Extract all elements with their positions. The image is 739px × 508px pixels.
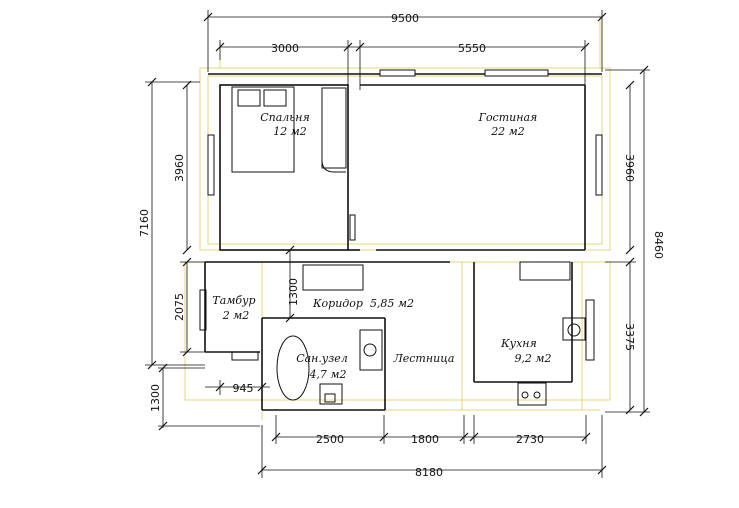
bathtub [276,335,310,401]
dim-bathroom-offset: 945 [233,382,254,395]
dim-bottom-total: 8180 [415,466,443,479]
room-corridor-name: Коридор [312,297,363,310]
dim-right-kitchen: 3375 [623,323,636,351]
room-stairs-name: Лестница [393,352,455,365]
room-labels: Спальня 12 м2 Гостиная 22 м2 Тамбур 2 м2… [212,111,551,381]
room-kitchen-area: 9,2 м2 [514,352,551,365]
walls [199,69,603,411]
room-corridor-area: 5,85 м2 [370,297,414,310]
dim-right-living: 3960 [623,154,636,182]
dim-right-total: 8460 [652,231,665,259]
bed [231,86,295,173]
room-vestibule-area: 2 м2 [222,309,250,322]
dim-corridor-height: 1300 [287,278,300,306]
furniture [231,86,383,405]
dim-top-left: 3000 [271,42,299,55]
pillow-left [237,89,261,107]
dim-left-bedroom: 3960 [173,154,186,182]
pillow-right [263,89,287,107]
toilet [319,383,343,405]
dim-left-vestibule: 2075 [173,293,186,321]
dim-bottom-3: 2730 [516,433,544,446]
room-bedroom-area: 12 м2 [273,125,307,138]
room-kitchen-name: Кухня [500,337,537,350]
sink [359,329,383,371]
room-living-name: Гостиная [478,111,538,124]
dim-bottom-1: 2500 [316,433,344,446]
dim-left-total: 7160 [138,209,151,237]
room-bathroom-area: 4,7 м2 [308,368,346,381]
dimension-lines [145,10,650,478]
dim-left-lower: 1300 [149,384,162,412]
dimension-labels: 9500 3000 5550 8180 2500 1800 2730 7160 … [138,12,665,479]
room-bathroom-name: Сан.узел [296,352,348,365]
dim-top-total: 9500 [391,12,419,25]
room-bedroom-name: Спальня [260,111,310,124]
room-living-area: 22 м2 [490,125,525,138]
room-vestibule-name: Тамбур [212,294,255,307]
dim-bottom-2: 1800 [411,433,439,446]
dim-top-right: 5550 [458,42,486,55]
